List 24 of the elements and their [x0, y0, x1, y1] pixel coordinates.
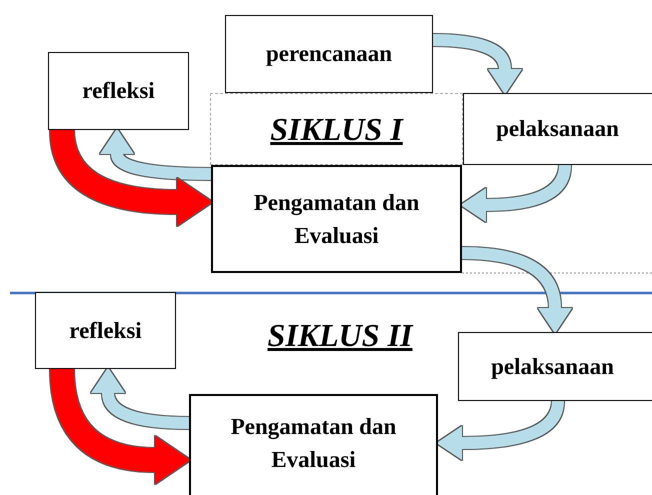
- curved-block-arrow: [100, 129, 212, 180]
- step-label: perencanaan: [266, 40, 392, 68]
- process-box: [211, 165, 462, 273]
- step-label: Pengamatan dan Evaluasi: [230, 412, 398, 474]
- process-box: [35, 292, 176, 369]
- step-label: pelaksanaan: [496, 115, 619, 144]
- step-label: refleksi: [69, 316, 142, 345]
- curved-block-arrow: [91, 368, 190, 429]
- curved-block-arrow: [50, 129, 212, 226]
- step-label: refleksi: [82, 77, 155, 106]
- step-label: pelaksanaan: [491, 352, 614, 381]
- process-box: [463, 93, 652, 165]
- process-box: [458, 332, 652, 401]
- curved-block-arrow: [436, 400, 564, 460]
- step-label: Pengamatan dan Evaluasi: [252, 188, 420, 250]
- process-box: [189, 394, 438, 495]
- process-box: [225, 15, 433, 93]
- cycle-heading: SIKLUS II: [266, 316, 414, 355]
- process-box: [48, 52, 189, 130]
- cycle-heading: SIKLUS I: [270, 110, 403, 149]
- curved-block-arrow: [460, 164, 571, 222]
- curved-block-arrow: [432, 34, 522, 94]
- curved-block-arrow: [462, 247, 572, 334]
- curved-block-arrow: [50, 368, 190, 484]
